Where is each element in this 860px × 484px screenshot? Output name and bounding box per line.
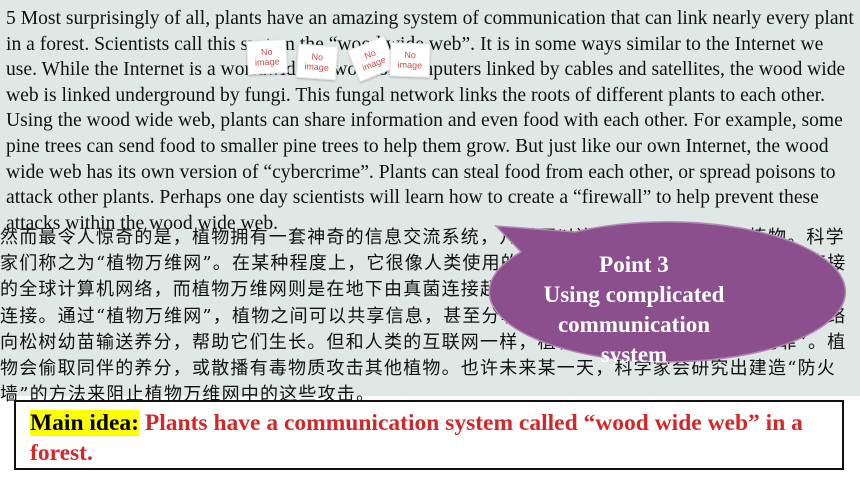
callout-text: Point 3 Using complicated communication … [520,250,748,370]
english-paragraph: 5 Most surprisingly of all, plants have … [6,8,854,234]
main-idea-label: Main idea: [30,410,140,436]
callout-line-4: system [600,342,668,367]
image-placeholder-2: No image [295,43,339,81]
main-idea-text: Plants have a communication system calle… [30,410,803,466]
placeholder-text-2b: image [304,61,330,73]
image-placeholder-4: No image [389,42,431,78]
placeholder-text-4b: image [397,59,423,71]
main-idea-box: Main idea: Plants have a communication s… [14,400,844,470]
callout-line-3: communication [557,312,711,337]
callout-line-1: Point 3 [599,252,669,277]
callout-line-2: Using complicated [543,282,725,307]
image-placeholder-1: No image [246,38,288,76]
placeholder-text-1b: image [254,56,280,68]
